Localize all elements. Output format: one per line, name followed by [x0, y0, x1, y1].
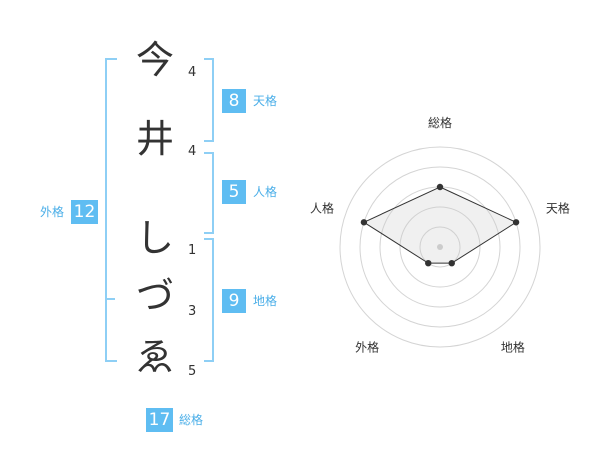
radar-grid-ring: [359, 166, 521, 328]
jinkaku-bracket: [204, 152, 214, 234]
tenkaku-label: 天格: [253, 94, 278, 108]
stroke-count-5: 5: [188, 364, 197, 379]
radar-grid-ring: [339, 146, 541, 348]
stroke-count-3: 1: [188, 243, 197, 258]
name-char-1: 今: [135, 38, 174, 82]
soukaku-value-badge: 17: [146, 408, 173, 432]
name-char-3: し: [135, 216, 174, 260]
jinkaku-label: 人格: [253, 185, 278, 199]
radar-grid-ring: [419, 226, 461, 268]
chikaku-value-badge: 9: [222, 289, 246, 313]
gaikaku-bracket: [105, 58, 117, 362]
radar-axis-label-4: 外格: [355, 339, 379, 354]
name-char-2: 井: [135, 117, 174, 161]
radar-axis-label-3: 地格: [501, 339, 525, 354]
name-char-5: ゑ: [135, 335, 174, 379]
chikaku-label: 地格: [253, 294, 278, 308]
stroke-count-2: 4: [188, 144, 197, 159]
radar-point-2: [512, 219, 520, 226]
radar-point-5: [360, 219, 368, 226]
radar-point-1: [436, 183, 444, 191]
radar-axis-label-1: 総格: [428, 115, 452, 130]
gaikaku-value-badge: 12: [71, 200, 98, 224]
radar-point-3: [448, 259, 455, 267]
gaikaku-label: 外格: [40, 205, 65, 219]
radar-point-4: [425, 259, 432, 267]
radar-series-polygon: [362, 186, 518, 264]
stroke-count-4: 3: [188, 304, 197, 319]
jinkaku-value-badge: 5: [222, 180, 246, 204]
radar-axis-label-2: 天格: [546, 201, 570, 216]
radar-center-dot: [437, 244, 443, 250]
tenkaku-bracket: [204, 58, 214, 142]
gaikaku-bracket-mid-tick: [105, 298, 115, 300]
chikaku-bracket: [204, 238, 214, 362]
soukaku-label: 総格: [179, 413, 204, 427]
stroke-count-1: 4: [188, 65, 197, 80]
radar-grid-ring: [399, 206, 481, 288]
tenkaku-value-badge: 8: [222, 89, 246, 113]
radar-axis-label-5: 人格: [310, 201, 334, 216]
name-char-4: づ: [135, 274, 174, 318]
